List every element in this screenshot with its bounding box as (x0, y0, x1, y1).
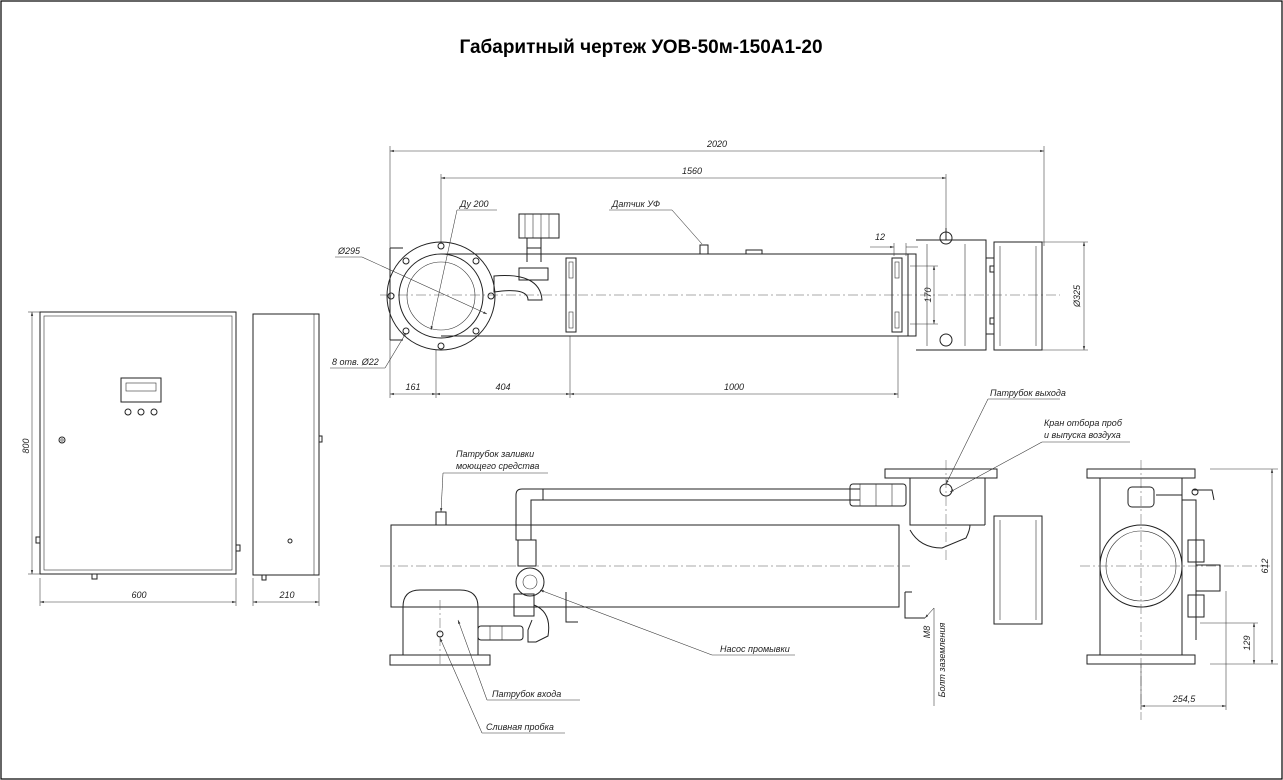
drawing-title: Габаритный чертеж УОВ-50м-150А1-20 (459, 37, 822, 58)
dim-du200: Ду 200 (430, 199, 497, 331)
dim-612-label: 612 (1260, 558, 1270, 573)
reactor-side-view (1080, 460, 1270, 720)
dim-cabinet-depth: 210 (252, 578, 320, 606)
leader-outlet-pipe: Патрубок выхода (945, 388, 1066, 485)
control-cabinet-side (252, 313, 323, 581)
bolt-holes (387, 242, 495, 350)
dim-12: 12 (870, 232, 918, 256)
dim-2020: 2020 (389, 139, 1045, 250)
dim-295-label: Ø295 (337, 246, 361, 256)
drain-plug-icon (436, 630, 444, 638)
ground-bolt-label: Болт заземления (937, 622, 947, 697)
dim-du200-label: Ду 200 (459, 199, 488, 209)
leader-inlet-pipe: Патрубок входа (457, 619, 580, 701)
dim-2020-label: 2020 (706, 139, 727, 149)
dim-612: 612 (1210, 468, 1278, 665)
dim-129: 129 (1200, 622, 1258, 664)
drain-valve-label-2: и выпуска воздуха (1044, 430, 1121, 440)
dim-254-5-label: 254,5 (1172, 694, 1197, 704)
dim-cabinet-width: 600 (39, 578, 237, 606)
leader-uv-sensor: Датчик УФ (609, 199, 703, 245)
leader-detergent-port: Патрубок заливки моющего средства (440, 449, 548, 513)
dim-161-label: 161 (405, 382, 420, 392)
ground-bolt-size: М8 (922, 626, 932, 639)
dim-1000-label: 1000 (724, 382, 744, 392)
detergent-label-2: моющего средства (456, 461, 539, 471)
leader-ground-bolt: М8 Болт заземления (922, 607, 947, 706)
dim-170: 170 (910, 265, 938, 325)
dim-254-5: 254,5 (1140, 591, 1227, 710)
dim-1560: 1560 (440, 166, 947, 244)
leader-drain-valve: Кран отбора проб и выпуска воздуха (949, 418, 1130, 493)
detergent-label-1: Патрубок заливки (456, 449, 534, 459)
dim-cabinet-height: 800 (21, 311, 40, 575)
drain-plug-label: Сливная пробка (486, 722, 554, 732)
inlet-pipe-label: Патрубок входа (492, 689, 561, 699)
outlet-pipe-label: Патрубок выхода (990, 388, 1066, 398)
leader-bolt-holes: 8 отв. Ø22 (330, 332, 407, 369)
drain-valve-label-1: Кран отбора проб (1044, 418, 1123, 428)
bolt-holes-label: 8 отв. Ø22 (332, 357, 379, 367)
dim-600-label: 600 (131, 590, 146, 600)
dim-129-label: 129 (1242, 635, 1252, 650)
uv-sensor-label: Датчик УФ (611, 199, 660, 209)
dim-325-label: Ø325 (1072, 284, 1082, 308)
dim-170-label: 170 (923, 287, 933, 302)
reactor-top-view (380, 213, 1060, 351)
dim-210-label: 210 (278, 590, 294, 600)
dim-404-label: 404 (495, 382, 510, 392)
dim-295: Ø295 (335, 246, 488, 315)
control-cabinet-front (35, 311, 241, 580)
leader-drain-plug: Сливная пробка (439, 637, 565, 734)
dim-325: Ø325 (1042, 241, 1088, 351)
dim-1560-label: 1560 (682, 166, 702, 176)
dim-800-label: 800 (21, 438, 31, 453)
wash-pump-label: Насос промывки (720, 644, 790, 654)
lock-icon (58, 436, 66, 444)
reactor-front-view (380, 460, 1043, 666)
leader-wash-pump: Насос промывки (539, 589, 795, 656)
dim-12-label: 12 (875, 232, 885, 242)
dim-bottom-chain: 161 404 1000 (389, 336, 899, 398)
